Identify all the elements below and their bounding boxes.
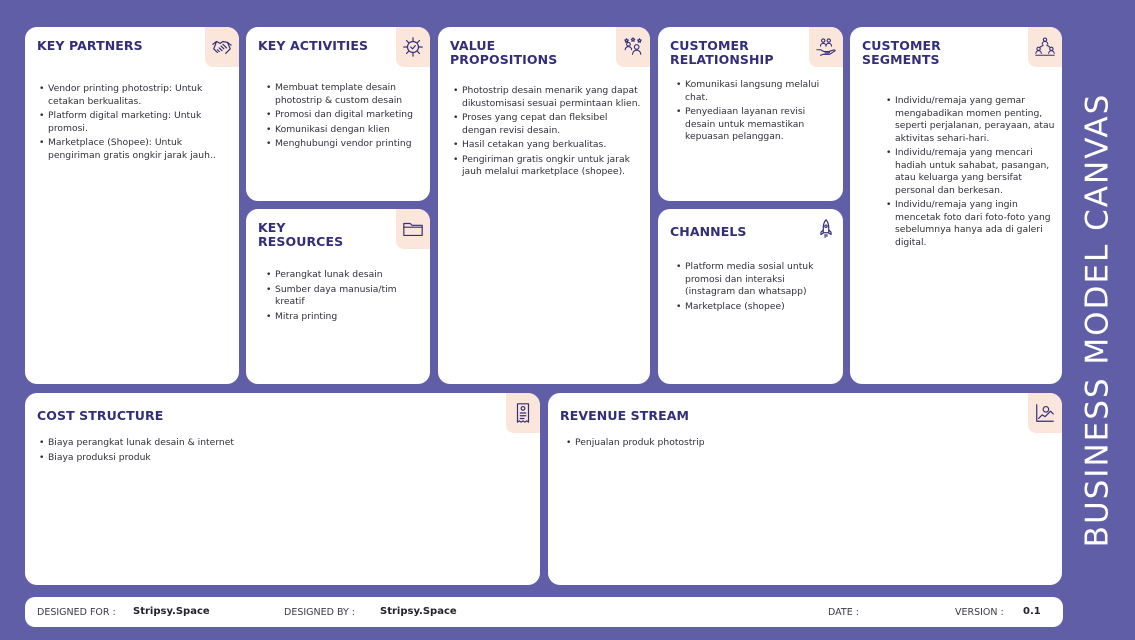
value-propositions-title: VALUE PROPOSITIONS [450,38,558,67]
list-item: Vendor printing photostrip: Untuk cetaka… [39,83,231,108]
list-item: Mitra printing [266,311,424,324]
customer-relationship-list: Komunikasi langsung melalui chat. Penyed… [676,79,838,146]
channels-card: CHANNELS Platform media sosial untuk pro… [658,209,843,384]
list-item: Biaya produksi produk [39,452,519,465]
cost-structure-list: Biaya perangkat lunak desain & internet … [39,437,519,466]
key-partners-list: Vendor printing photostrip: Untuk cetaka… [39,83,231,164]
list-item: Individu/remaja yang ingin mencetak foto… [886,199,1056,249]
channels-list: Platform media sosial untuk promosi dan … [676,261,826,315]
version-label: VERSION : [955,607,1004,618]
list-item: Platform digital marketing: Untuk promos… [39,110,231,135]
list-item: Promosi dan digital marketing [266,109,424,122]
hand-people-icon [809,27,843,67]
key-partners-title: KEY PARTNERS [37,38,143,53]
list-item: Biaya perangkat lunak desain & internet [39,437,519,450]
revenue-stream-card: REVENUE STREAM Penjualan produk photostr… [548,393,1062,585]
cost-structure-title: COST STRUCTURE [37,408,164,423]
list-item: Individu/remaja yang gemar mengabadikan … [886,95,1056,145]
key-activities-title: KEY ACTIVITIES [258,38,369,53]
list-item: Menghubungi vendor printing [266,138,424,151]
folder-icon [396,209,430,249]
footer-bar: DESIGNED FOR : Stripsy.Space DESIGNED BY… [25,597,1063,627]
gear-check-icon [396,27,430,67]
revenue-chart-icon [1028,393,1062,433]
rocket-icon [809,209,843,249]
customer-segments-card: CUSTOMER SEGMENTS Individu/remaja yang g… [850,27,1062,384]
key-activities-list: Membuat template desain photostrip & cus… [266,82,424,153]
list-item: Pengiriman gratis ongkir untuk jarak jau… [453,154,643,179]
customer-relationship-title: CUSTOMER RELATIONSHIP [670,38,774,67]
customer-relationship-card: CUSTOMER RELATIONSHIP Komunikasi langsun… [658,27,843,201]
revenue-stream-list: Penjualan produk photostrip [566,437,1046,452]
cost-structure-card: COST STRUCTURE Biaya perangkat lunak des… [25,393,540,585]
handshake-icon [205,27,239,67]
people-network-icon [1028,27,1062,67]
designed-by-value: Stripsy.Space [380,606,457,617]
channels-title: CHANNELS [670,224,747,239]
list-item: Photostrip desain menarik yang dapat dik… [453,85,643,110]
key-resources-list: Perangkat lunak desain Sumber daya manus… [266,269,424,325]
list-item: Sumber daya manusia/tim kreatif [266,284,424,309]
list-item: Membuat template desain photostrip & cus… [266,82,424,107]
value-propositions-list: Photostrip desain menarik yang dapat dik… [453,85,643,181]
key-resources-title: KEY RESOURCES [258,220,344,249]
list-item: Komunikasi langsung melalui chat. [676,79,838,104]
list-item: Penjualan produk photostrip [566,437,1046,450]
revenue-stream-title: REVENUE STREAM [560,408,690,423]
list-item: Marketplace (Shopee): Untuk pengiriman g… [39,137,231,162]
key-partners-card: KEY PARTNERS Vendor printing photostrip:… [25,27,239,384]
list-item: Proses yang cepat dan fleksibel dengan r… [453,112,643,137]
key-activities-card: KEY ACTIVITIES Membuat template desain p… [246,27,430,201]
page-title: BUSINESS MODEL CANVAS [1079,92,1115,548]
designed-for-value: Stripsy.Space [133,606,210,617]
list-item: Marketplace (shopee) [676,301,826,314]
list-item: Individu/remaja yang mencari hadiah untu… [886,147,1056,197]
side-title-wrap: BUSINESS MODEL CANVAS [1067,0,1127,640]
key-resources-card: KEY RESOURCES Perangkat lunak desain Sum… [246,209,430,384]
version-value: 0.1 [1023,606,1041,617]
customer-segments-list: Individu/remaja yang gemar mengabadikan … [886,95,1056,251]
receipt-icon [506,393,540,433]
people-stars-icon [616,27,650,67]
list-item: Hasil cetakan yang berkualitas. [453,139,643,152]
customer-segments-title: CUSTOMER SEGMENTS [862,38,941,67]
value-propositions-card: VALUE PROPOSITIONS Photostrip desain men… [438,27,650,384]
list-item: Platform media sosial untuk promosi dan … [676,261,826,299]
list-item: Perangkat lunak desain [266,269,424,282]
list-item: Penyediaan layanan revisi desain untuk m… [676,106,838,144]
date-label: DATE : [828,607,859,618]
list-item: Komunikasi dengan klien [266,124,424,137]
designed-for-label: DESIGNED FOR : [37,607,116,618]
designed-by-label: DESIGNED BY : [284,607,355,618]
